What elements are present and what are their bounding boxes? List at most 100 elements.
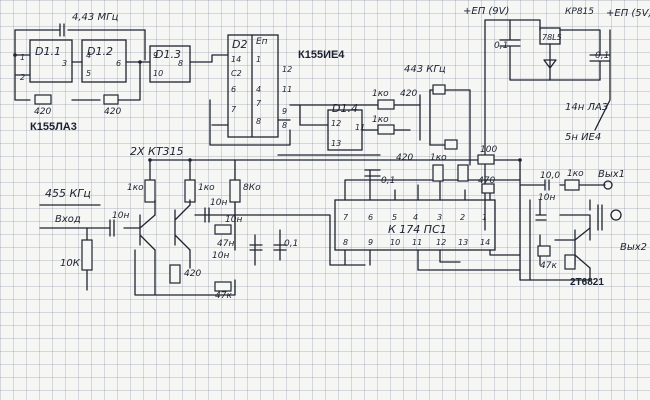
label-cap-01b: 0,1 [595,51,609,61]
label-cap-01a: 0,1 [494,41,508,51]
label-d1-3: D1.3 [155,48,181,61]
counter-d2: D2 Eп 14 C2 6 7 1 4 7 8 12 11 9 8 К155ИЕ… [209,34,345,146]
label-r420-d: 420 [184,269,201,279]
label-d1-4: D1.4 [332,102,358,115]
gate-d1-4-block: D1.4 12 13 11 1кo 1кo 420 443 КГц [277,64,471,166]
label-chip-la3: К155ЛА3 [30,121,77,133]
label-r420-a: 420 [34,107,51,117]
svg-text:10: 10 [390,238,400,247]
svg-text:4: 4 [256,85,261,94]
svg-text:8: 8 [256,117,261,126]
label-c10n-b: 10н [225,215,242,225]
output-stage: 10,0 1кo Вых1 10н Вых2 47к 2Т6821 [519,159,647,288]
label-r1k-d: 1кo [198,183,215,193]
svg-text:12: 12 [436,238,446,247]
label-c10u: 10,0 [540,171,560,181]
label-power-9v: +EП (9V) [463,6,509,17]
svg-text:8: 8 [282,121,287,130]
output-2-terminal [610,209,622,221]
label-r1k-e: 1кo [430,153,447,163]
svg-text:12: 12 [331,119,341,128]
mixer-ic: 7 6 5 4 3 2 1 8 9 10 11 12 13 14 К 174 П… [334,145,522,271]
input-amplifier: 2X КТ315 455 КГц Вход 10н 10К 1кo 1кo 8К… [39,145,521,301]
label-dual-ic: К 174 ПС1 [388,223,447,236]
label-regulator: КР815 [565,7,594,17]
svg-text:2: 2 [20,73,25,82]
label-r1k-a: 1кo [372,89,389,99]
label-out1: Вых1 [598,169,625,180]
label-var10k: 10К [60,258,81,269]
label-c10n-in: 10н [112,211,129,221]
svg-text:1: 1 [20,53,25,62]
label-pin5-note: 5н ИЕ4 [565,132,601,143]
svg-text:14: 14 [231,55,241,64]
svg-text:9: 9 [153,51,158,60]
svg-text:7: 7 [343,213,349,222]
oscillator-block: 1 2 3 4 5 6 9 10 8 D1.1 D1.2 D1.3 4,43 М… [13,12,229,133]
label-d1-1: D1.1 [35,45,61,58]
gate-d1-3 [149,45,191,83]
svg-text:9: 9 [282,107,287,116]
svg-text:11: 11 [412,238,422,247]
svg-text:6: 6 [231,85,236,94]
chip-k174ps1 [334,199,496,251]
svg-text:1: 1 [482,213,487,222]
label-power-5v: +EП (5V) [606,8,650,19]
label-c10n-a: 10н [210,198,227,208]
svg-text:6: 6 [116,59,121,68]
svg-text:12: 12 [282,65,292,74]
chip-d2 [227,34,279,138]
label-c10n-out: 10н [538,193,555,203]
svg-text:1: 1 [256,55,261,64]
label-transistors: 2X КТ315 [130,145,184,158]
svg-text:7: 7 [256,99,262,108]
svg-text:10: 10 [153,69,163,78]
label-osc-freq: 4,43 МГц [72,12,119,23]
label-chip-ie4: К155ИЕ4 [298,49,345,61]
label-r420-e: 420 [396,153,413,163]
label-r100: 100 [480,145,497,155]
svg-text:2: 2 [460,213,465,222]
svg-text:11: 11 [282,85,292,94]
label-c01-a: 0,1 [284,239,298,249]
label-r1k-f: 1кo [567,169,584,179]
label-d2: D2 [232,38,247,51]
svg-text:7: 7 [231,105,237,114]
svg-text:5: 5 [392,213,397,222]
label-d1-2: D1.2 [87,45,113,58]
gate-d1-1 [29,39,73,83]
svg-text:3: 3 [437,213,442,222]
label-pin14-note: 14н ЛАЗ [565,102,609,113]
svg-text:3: 3 [62,59,67,68]
svg-text:13: 13 [331,139,341,148]
label-c47n: 47н [217,239,234,249]
svg-text:8: 8 [343,238,348,247]
label-r47k-out: 47к [540,261,557,271]
svg-text:8: 8 [178,59,183,68]
label-in-freq: 455 КГц [45,187,91,200]
label-r1k-b: 1кo [372,115,389,125]
label-r1k-c: 1кo [127,183,144,193]
svg-text:C2: C2 [231,69,242,78]
svg-text:6: 6 [368,213,373,222]
label-en: Eп [256,37,268,47]
svg-text:5: 5 [86,69,91,78]
svg-text:4: 4 [413,213,418,222]
label-input: Вход [55,214,81,225]
output-1-terminal [603,180,613,190]
label-out-transistor: 2Т6821 [570,277,604,288]
label-c01-b: 0,1 [381,176,395,186]
label-c10n-c: 10н [212,251,229,261]
label-div-freq: 443 КГц [404,64,446,75]
label-r470: 470 [478,176,495,186]
svg-text:4: 4 [86,51,91,60]
label-r47k: 47к [215,291,232,301]
svg-text:13: 13 [458,238,468,247]
svg-text:11: 11 [355,123,365,132]
gate-d1-2 [81,39,127,83]
label-r8k: 8Кo [243,183,261,193]
svg-text:14: 14 [480,238,490,247]
svg-text:9: 9 [368,238,373,247]
